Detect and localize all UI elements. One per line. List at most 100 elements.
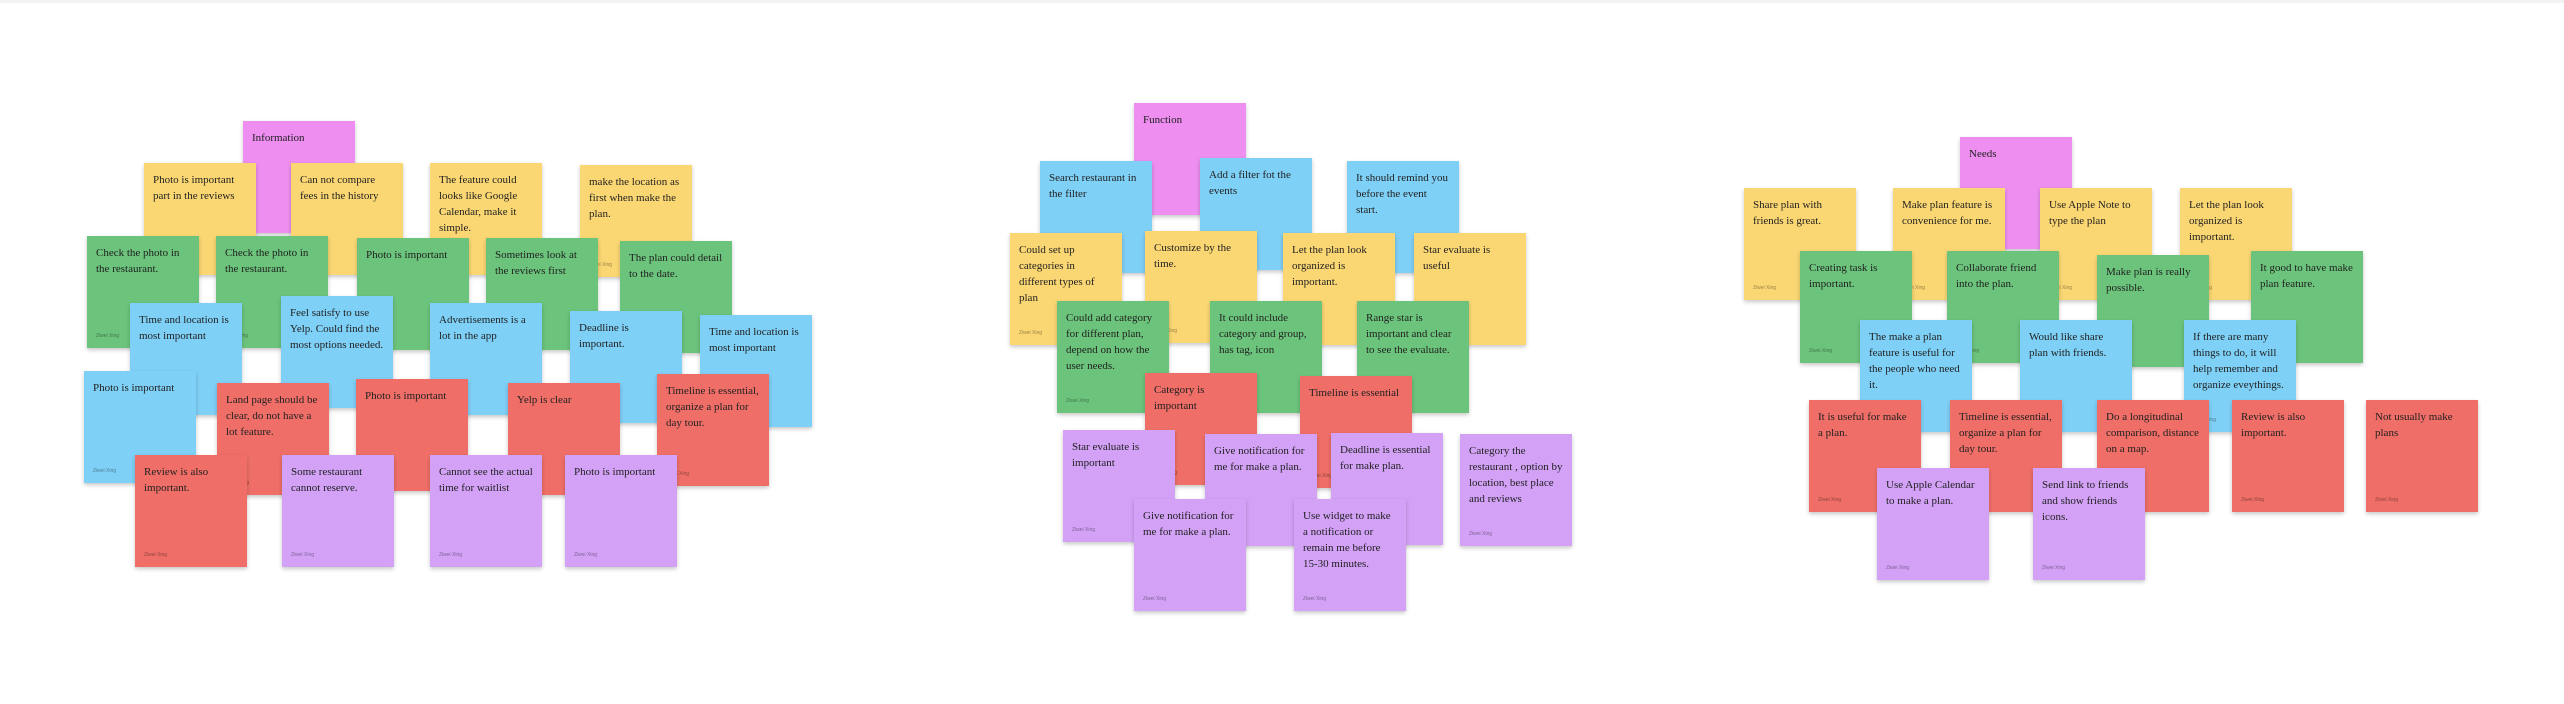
note-author: Ziwei Xing <box>1886 564 1910 571</box>
note-text: Can not compare fees in the history <box>300 174 379 202</box>
note-text: Photo is important <box>365 390 447 402</box>
whiteboard-canvas[interactable]: Information Photo is important part in t… <box>0 3 2564 704</box>
note-text: Let the plan look organized is important… <box>1292 244 1367 288</box>
note-text: Search restaurant in the filter <box>1049 172 1137 200</box>
note-text: The feature could looks like Google Cale… <box>439 174 518 234</box>
note-author: Ziwei Xing <box>1303 595 1327 602</box>
note-text: The make a plan feature is useful for th… <box>1869 331 1960 391</box>
note-text: It should remind you before the event st… <box>1356 172 1448 216</box>
note-text: If there are many things to do, it will … <box>2193 331 2284 391</box>
note-author: Ziwei Xing <box>1469 530 1493 537</box>
note-text: make the location as first when make the… <box>589 176 680 220</box>
note-text: Photo is important <box>366 249 448 261</box>
note-text: Photo is important <box>93 382 175 394</box>
note-text: Do a longitudinal comparison, distance o… <box>2106 411 2199 455</box>
note-text: Review is also important. <box>144 466 209 494</box>
sticky-note[interactable]: Do a longitudinal comparison, distance o… <box>2097 400 2209 512</box>
note-text: Star evaluate is important <box>1072 441 1140 469</box>
note-text: Collaborate friend into the plan. <box>1956 262 2037 290</box>
note-text: Time and location is most important <box>709 326 799 354</box>
note-text: Category is important <box>1154 384 1205 412</box>
note-text: Photo is important part in the reviews <box>153 174 235 202</box>
note-author: Ziwei Xing <box>2375 496 2399 503</box>
sticky-note[interactable]: Timeline is essential, organize a plan f… <box>657 374 769 486</box>
sticky-note[interactable]: Range star is important and clear to see… <box>1357 301 1469 413</box>
sticky-note[interactable]: Use widget to make a notification or rem… <box>1294 499 1406 611</box>
note-text: Not usually make plans <box>2375 411 2453 439</box>
note-text: Sometimes look at the reviews first <box>495 249 577 277</box>
note-text: Time and location is most important <box>139 314 229 342</box>
note-text: Make plan is really possible. <box>2106 266 2191 294</box>
sticky-note[interactable]: Send link to friends and show friends ic… <box>2033 468 2145 580</box>
note-author: Ziwei Xing <box>439 551 463 558</box>
note-text: Deadline is essential for make plan. <box>1340 444 1431 472</box>
note-text: It is useful for make a plan. <box>1818 411 1907 439</box>
note-text: Give notification for me for make a plan… <box>1214 445 1305 473</box>
note-text: Use Apple Note to type the plan <box>2049 199 2131 227</box>
note-text: Give notification for me for make a plan… <box>1143 510 1234 538</box>
note-text: The plan could detail to the date. <box>629 252 723 280</box>
note-author: Ziwei Xing <box>2049 284 2073 291</box>
sticky-note[interactable]: Category the restaurant , option by loca… <box>1460 434 1572 546</box>
note-text: Use Apple Calendar to make a plan. <box>1886 479 1975 507</box>
note-author: Ziwei Xing <box>1902 284 1926 291</box>
note-text: Timeline is essential, organize a plan f… <box>666 385 759 429</box>
note-text: It good to have make plan feature. <box>2260 262 2353 290</box>
note-author: Ziwei Xing <box>589 261 613 268</box>
note-text: Advertisements is a lot in the app <box>439 314 526 342</box>
sticky-note[interactable]: Some restaurant cannot reserve. Ziwei Xin… <box>282 455 394 567</box>
note-text: Make plan feature is convenience for me. <box>1902 199 1993 227</box>
note-text: Let the plan look organized is important… <box>2189 199 2264 243</box>
note-text: It could include category and group, has… <box>1219 312 1307 356</box>
note-author: Ziwei Xing <box>1818 496 1842 503</box>
sticky-note[interactable]: Review is also important. Ziwei Xing <box>2232 400 2344 512</box>
note-author: Ziwei Xing <box>1309 472 1333 479</box>
note-text: Feel satisfy to use Yelp. Could find the… <box>290 307 384 351</box>
note-text: Would like share plan with friends. <box>2029 331 2107 359</box>
note-text: Could set up categories in different typ… <box>1019 244 1095 304</box>
sticky-note[interactable]: Creating task is important. Ziwei Xing <box>1800 251 1912 363</box>
note-text: Some restaurant cannot reserve. <box>291 466 363 494</box>
note-text: Category the restaurant , option by loca… <box>1469 445 1563 505</box>
note-author: Ziwei Xing <box>93 467 117 474</box>
note-author: Ziwei Xing <box>291 551 315 558</box>
note-author: Ziwei Xing <box>574 551 598 558</box>
note-text: Range star is important and clear to see… <box>1366 312 1452 356</box>
note-text: Check the photo in the restaurant. <box>225 247 309 275</box>
note-text: Timeline is essential, organize a plan f… <box>1959 411 2052 455</box>
note-author: Ziwei Xing <box>1753 284 1777 291</box>
note-author: Ziwei Xing <box>2241 496 2265 503</box>
note-text: Customize by the time. <box>1154 242 1231 270</box>
note-text: Land page should be clear, do not have a… <box>226 394 318 438</box>
sticky-note[interactable]: Review is also important. Ziwei Xing <box>135 455 247 567</box>
note-text: Check the photo in the restaurant. <box>96 247 180 275</box>
note-text: Photo is important <box>574 466 656 478</box>
note-text: Use widget to make a notification or rem… <box>1303 510 1391 570</box>
note-text: Could add category for different plan, d… <box>1066 312 1153 372</box>
note-text: Timeline is essential <box>1309 387 1400 399</box>
note-author: Ziwei Xing <box>1809 347 1833 354</box>
note-text: Star evaluate is useful <box>1423 244 1491 272</box>
note-text: Add a filter fot the events <box>1209 169 1291 197</box>
note-text: Deadline is important. <box>579 322 629 350</box>
note-author: Ziwei Xing <box>144 551 168 558</box>
note-author: Ziwei Xing <box>2042 564 2066 571</box>
note-text: Creating task is important. <box>1809 262 1878 290</box>
note-text: Review is also important. <box>2241 411 2306 439</box>
sticky-note[interactable]: Give notification for me for make a plan… <box>1134 499 1246 611</box>
note-text: Send link to friends and show friends ic… <box>2042 479 2129 523</box>
note-author: Ziwei Xing <box>1072 526 1096 533</box>
note-text: Share plan with friends is great. <box>1753 199 1823 227</box>
note-author: Ziwei Xing <box>666 470 690 477</box>
note-text: Cannot see the actual time for waitlist <box>439 466 533 494</box>
note-author: Ziwei Xing <box>96 332 120 339</box>
note-author: Ziwei Xing <box>1019 329 1043 336</box>
note-author: Ziwei Xing <box>1143 595 1167 602</box>
sticky-note[interactable]: Use Apple Calendar to make a plan. Ziwei … <box>1877 468 1989 580</box>
note-text: Yelp is clear <box>517 394 572 406</box>
note-author: Ziwei Xing <box>1066 397 1090 404</box>
